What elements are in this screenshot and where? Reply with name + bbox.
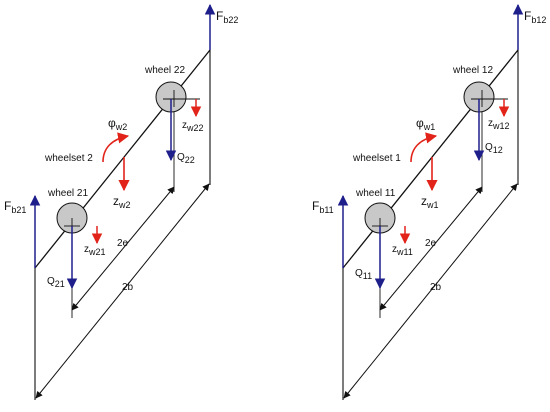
dim-e-label: 2e xyxy=(117,238,129,249)
q-bottom-label: Q11 xyxy=(355,268,372,281)
q-bottom-label: Q21 xyxy=(47,276,65,289)
q-top-label: Q22 xyxy=(177,152,195,165)
phi-rotation-arrow xyxy=(102,132,130,163)
phi-rotation-arrow xyxy=(410,132,438,163)
wheel-bottom-label: wheel 11 xyxy=(355,188,396,199)
fb-top-label: Fb22 xyxy=(216,9,238,25)
fb-bottom-label: Fb21 xyxy=(4,199,26,215)
zw-top-label: zw22 xyxy=(182,120,204,133)
zw-bottom-label: zw11 xyxy=(392,244,413,257)
wheel-top-label: wheel 12 xyxy=(452,65,493,76)
dim-b-label: 2b xyxy=(122,282,134,293)
wheelset-2-group: 2e 2b wheel 22 wheel 21 Fb22 Fb21 Q22 Q2… xyxy=(4,3,238,400)
zw-center-label: zw1 xyxy=(421,194,439,210)
fb-top-label: Fb12 xyxy=(524,9,546,25)
phi-label: φw2 xyxy=(108,116,127,132)
phi-label: φw1 xyxy=(416,116,435,132)
dim-e-label: 2e xyxy=(425,238,437,249)
q-top-label: Q12 xyxy=(485,142,503,155)
zw-center-label: zw2 xyxy=(113,194,131,210)
dim-b-line xyxy=(343,183,518,399)
zw-top-label: zw12 xyxy=(488,118,510,131)
wheel-bottom-label: wheel 21 xyxy=(47,188,88,199)
zw-bottom-label: zw21 xyxy=(84,244,106,257)
fb-bottom-label: Fb11 xyxy=(312,199,334,215)
dim-b-label: 2b xyxy=(430,282,442,293)
dim-b-line xyxy=(35,183,210,399)
wheelset-label: wheelset 1 xyxy=(352,153,401,164)
wheelset-1-group: 2e 2b wheel 12 wheel 11 Fb12 Fb11 Q12 Q1… xyxy=(312,3,546,400)
wheelset-label: wheelset 2 xyxy=(44,153,93,164)
wheel-top-label: wheel 22 xyxy=(144,65,185,76)
